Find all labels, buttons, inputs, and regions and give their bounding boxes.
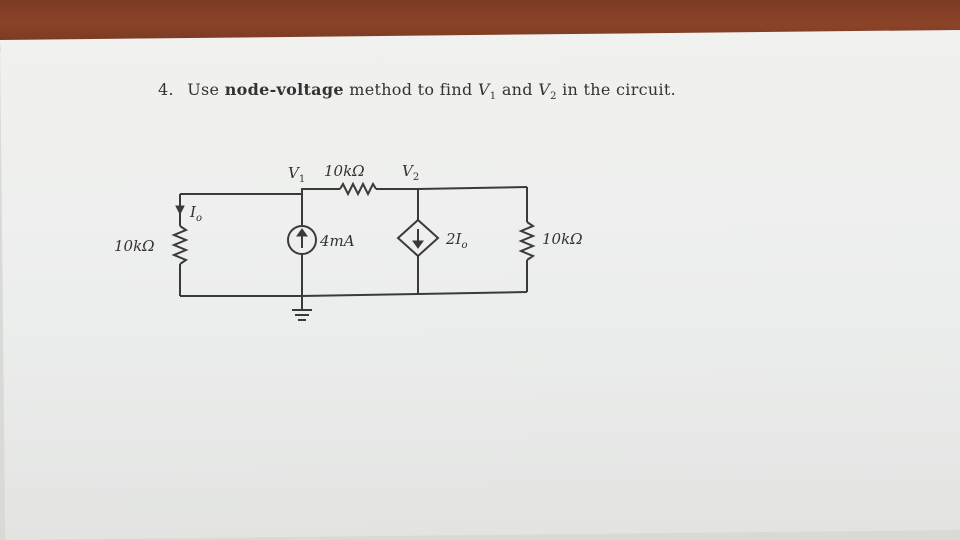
current-source-arrow-head bbox=[296, 228, 308, 237]
top-wire-right bbox=[376, 186, 528, 190]
dependent-source-arrow-head bbox=[412, 240, 424, 249]
top-resistor-label: 10kΩ bbox=[324, 162, 365, 180]
question-and: and bbox=[501, 80, 533, 99]
question-v2-var: V bbox=[538, 80, 551, 99]
question-text-end: in the circuit. bbox=[562, 80, 677, 99]
dependent-source-label: 2Io bbox=[445, 230, 468, 251]
question-text-before: Use bbox=[187, 80, 220, 99]
ground-symbol bbox=[292, 309, 312, 321]
question-text-after: method to find bbox=[349, 80, 473, 99]
question-v1-var: V bbox=[477, 80, 490, 99]
question-v1-sub: 1 bbox=[489, 91, 497, 103]
left-resistor bbox=[171, 225, 189, 265]
right-resistor-label: 10kΩ bbox=[542, 230, 583, 248]
current-source-label: 4mA bbox=[319, 232, 355, 250]
right-resistor bbox=[518, 221, 536, 261]
io-arrow-head bbox=[175, 205, 185, 216]
node-v1-label: V1 bbox=[288, 164, 305, 185]
question-v2-sub: 2 bbox=[550, 91, 557, 103]
bottom-wire bbox=[180, 291, 528, 297]
current-io-label: Io bbox=[189, 203, 202, 224]
top-resistor bbox=[339, 181, 377, 197]
left-resistor-label: 10kΩ bbox=[114, 237, 155, 255]
question-number: 4. bbox=[158, 80, 174, 99]
node-v2-label: V2 bbox=[402, 162, 419, 183]
question-method: node-voltage bbox=[224, 80, 344, 99]
top-wire-left bbox=[180, 188, 340, 195]
question-text: 4. Use node-voltage method to find V1 an… bbox=[158, 80, 676, 102]
